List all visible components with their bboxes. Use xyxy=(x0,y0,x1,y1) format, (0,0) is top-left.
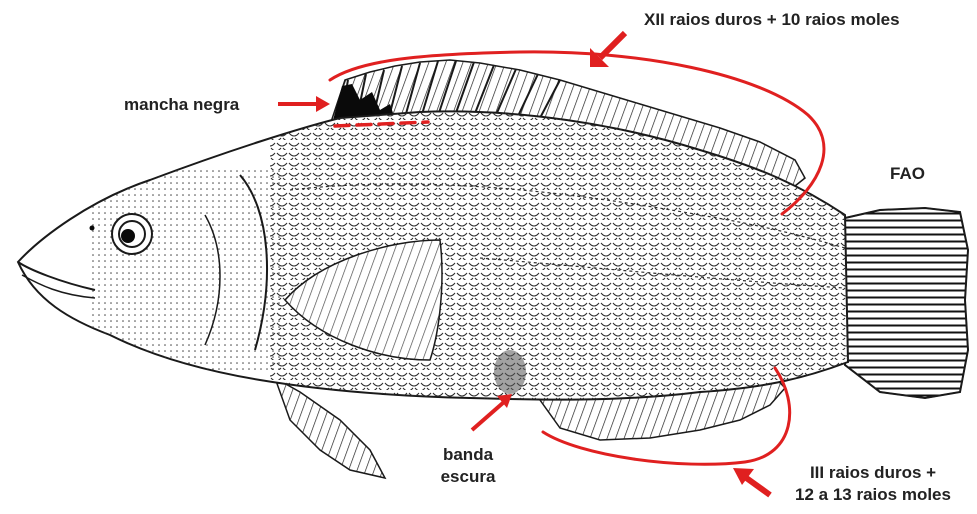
dorsal-arrow xyxy=(590,33,625,67)
dark-band-label-line1: banda xyxy=(428,444,508,466)
anal-fin-label-line2: 12 a 13 raios moles xyxy=(778,484,968,506)
dark-band-label: banda escura xyxy=(428,444,508,488)
anal-fin-arrow xyxy=(733,468,770,495)
anal-fin-label-line1: III raios duros + xyxy=(778,462,968,484)
black-spot-arrow xyxy=(278,96,330,112)
anal-fin-label: III raios duros + 12 a 13 raios moles xyxy=(778,462,968,506)
dark-band-label-line2: escura xyxy=(428,466,508,488)
source-label: FAO xyxy=(890,163,925,185)
caudal-fin xyxy=(845,208,968,398)
black-spot-label: mancha negra xyxy=(124,94,239,116)
dorsal-fin-label: XII raios duros + 10 raios moles xyxy=(644,9,900,31)
